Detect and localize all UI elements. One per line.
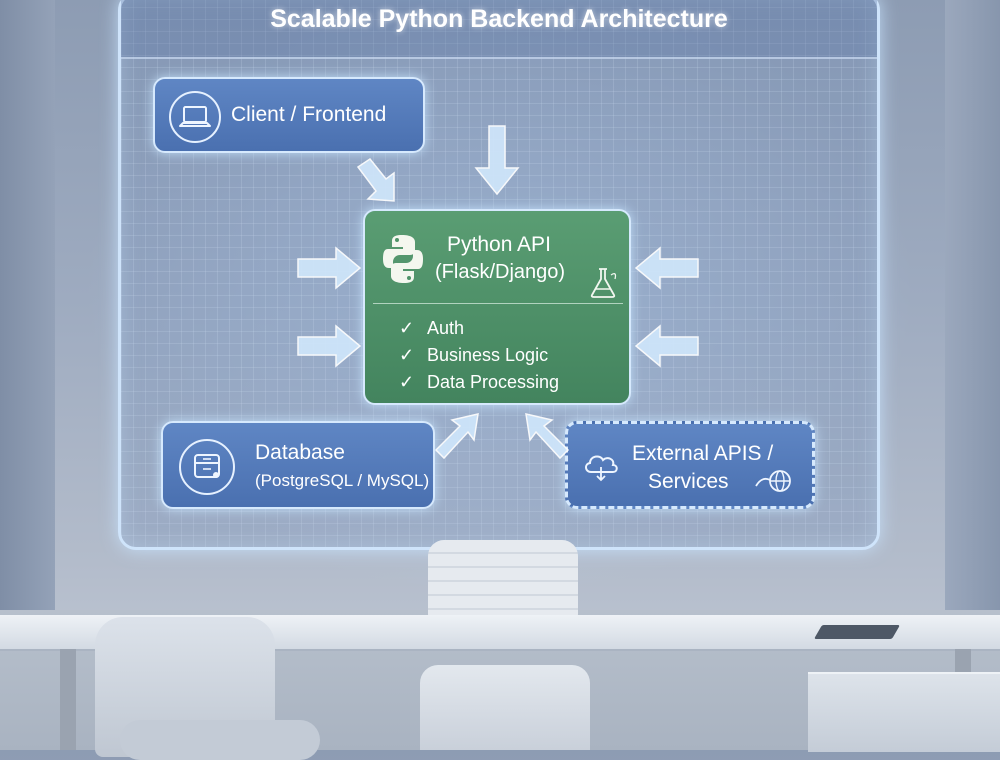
database-label: Database bbox=[255, 441, 345, 464]
check-icon: ✓ bbox=[399, 372, 415, 392]
python-api-node: Python API (Flask/Django) ✓ Auth ✓ Busines… bbox=[363, 209, 631, 405]
center-chair bbox=[420, 665, 590, 750]
database-icon bbox=[179, 439, 235, 495]
list-item: ✓ Auth bbox=[399, 315, 559, 342]
check-icon: ✓ bbox=[399, 345, 415, 365]
cloud-icon bbox=[585, 455, 618, 482]
back-chair bbox=[428, 540, 578, 620]
api-feature-list: ✓ Auth ✓ Business Logic ✓ Data Processing bbox=[399, 315, 559, 396]
laptop-icon bbox=[169, 91, 221, 143]
list-item: ✓ Business Logic bbox=[399, 342, 559, 369]
python-logo-icon bbox=[383, 235, 423, 283]
tablet-device bbox=[813, 625, 901, 639]
desk-leg bbox=[60, 649, 76, 750]
api-divider bbox=[373, 303, 623, 304]
feature-label: Business Logic bbox=[427, 345, 549, 365]
list-item: ✓ Data Processing bbox=[399, 369, 559, 396]
api-title-line2: (Flask/Django) bbox=[435, 261, 566, 283]
api-title-line1: Python API bbox=[447, 233, 551, 256]
arrow-database-to-api bbox=[434, 413, 479, 460]
arrow-top-to-api bbox=[474, 125, 520, 196]
external-sublabel: Services bbox=[648, 470, 729, 493]
external-label: External APIS / bbox=[632, 442, 774, 465]
feature-label: Auth bbox=[427, 318, 465, 338]
database-sublabel: (PostgreSQL / MySQL) bbox=[255, 471, 430, 490]
arrow-right-lower bbox=[634, 324, 699, 368]
client-label: Client / Frontend bbox=[231, 103, 387, 126]
flask-icon bbox=[590, 268, 617, 298]
arrow-left-lower bbox=[297, 324, 362, 368]
database-node: Database (PostgreSQL / MySQL) bbox=[161, 421, 435, 509]
feature-label: Data Processing bbox=[427, 372, 560, 392]
arrow-client-to-api bbox=[356, 157, 395, 202]
front-chair-seat bbox=[120, 720, 320, 760]
client-frontend-node: Client / Frontend bbox=[153, 77, 425, 153]
arrow-left-upper bbox=[297, 246, 362, 290]
check-icon: ✓ bbox=[399, 318, 415, 338]
diagram-title: Scalable Python Backend Architecture bbox=[270, 5, 728, 33]
globe-icon bbox=[755, 470, 791, 492]
desk-cabinet bbox=[808, 672, 1000, 752]
panel-header: Scalable Python Backend Architecture bbox=[121, 0, 877, 59]
arrow-right-upper bbox=[634, 246, 699, 290]
arrow-external-to-api bbox=[525, 413, 570, 460]
external-apis-node: External APIS / Services bbox=[565, 421, 815, 509]
